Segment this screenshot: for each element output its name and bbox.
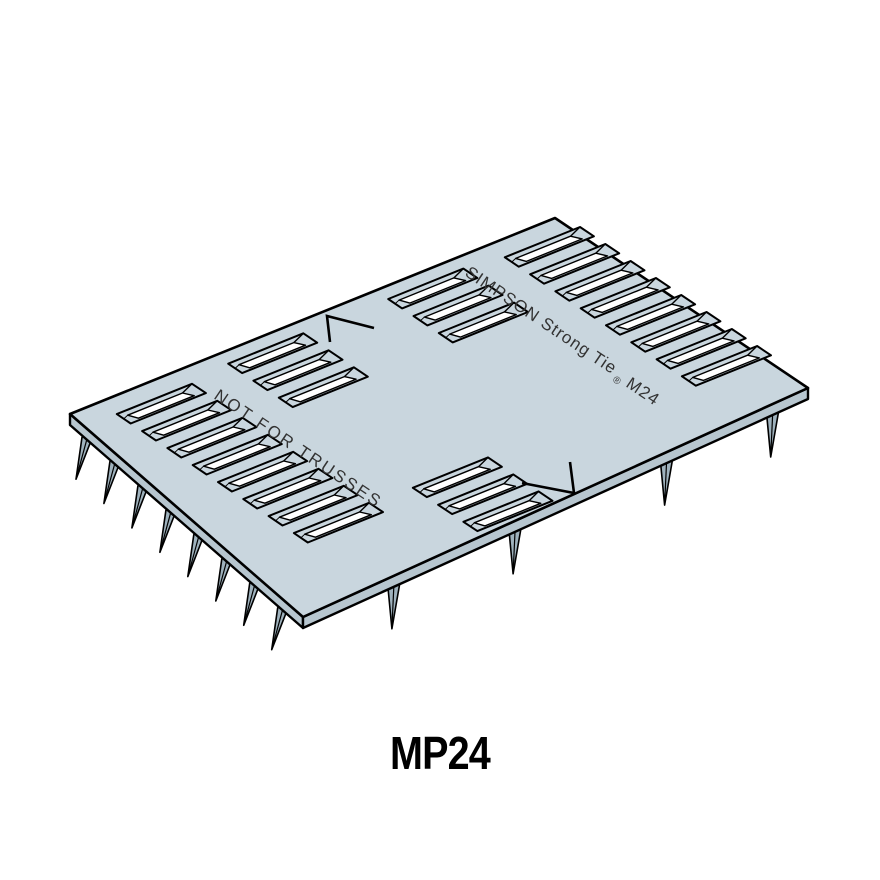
slot <box>166 416 258 459</box>
slot <box>217 450 309 493</box>
arrow-top-icon <box>325 314 375 343</box>
slot <box>579 277 671 319</box>
slot <box>411 456 503 499</box>
slot <box>412 284 504 327</box>
product-model-label: MP24 <box>390 727 491 779</box>
slot <box>437 301 529 344</box>
slot <box>554 260 646 302</box>
direction-arrows <box>325 314 576 495</box>
slot <box>115 382 207 425</box>
slot <box>141 399 233 442</box>
slot <box>227 332 319 375</box>
slot <box>267 484 359 527</box>
slot <box>655 328 747 370</box>
slot <box>529 243 621 285</box>
slot <box>437 473 529 516</box>
plate-slots <box>115 226 772 544</box>
slot <box>630 311 722 353</box>
slot <box>292 501 384 544</box>
slot <box>387 267 479 310</box>
slot <box>242 467 334 510</box>
slot <box>277 366 369 409</box>
slot <box>252 349 344 392</box>
slot <box>462 490 554 533</box>
arrow-bottom-icon <box>521 461 576 495</box>
slot <box>680 345 772 387</box>
slot <box>503 226 595 268</box>
slot <box>605 294 697 336</box>
slot <box>191 433 283 476</box>
